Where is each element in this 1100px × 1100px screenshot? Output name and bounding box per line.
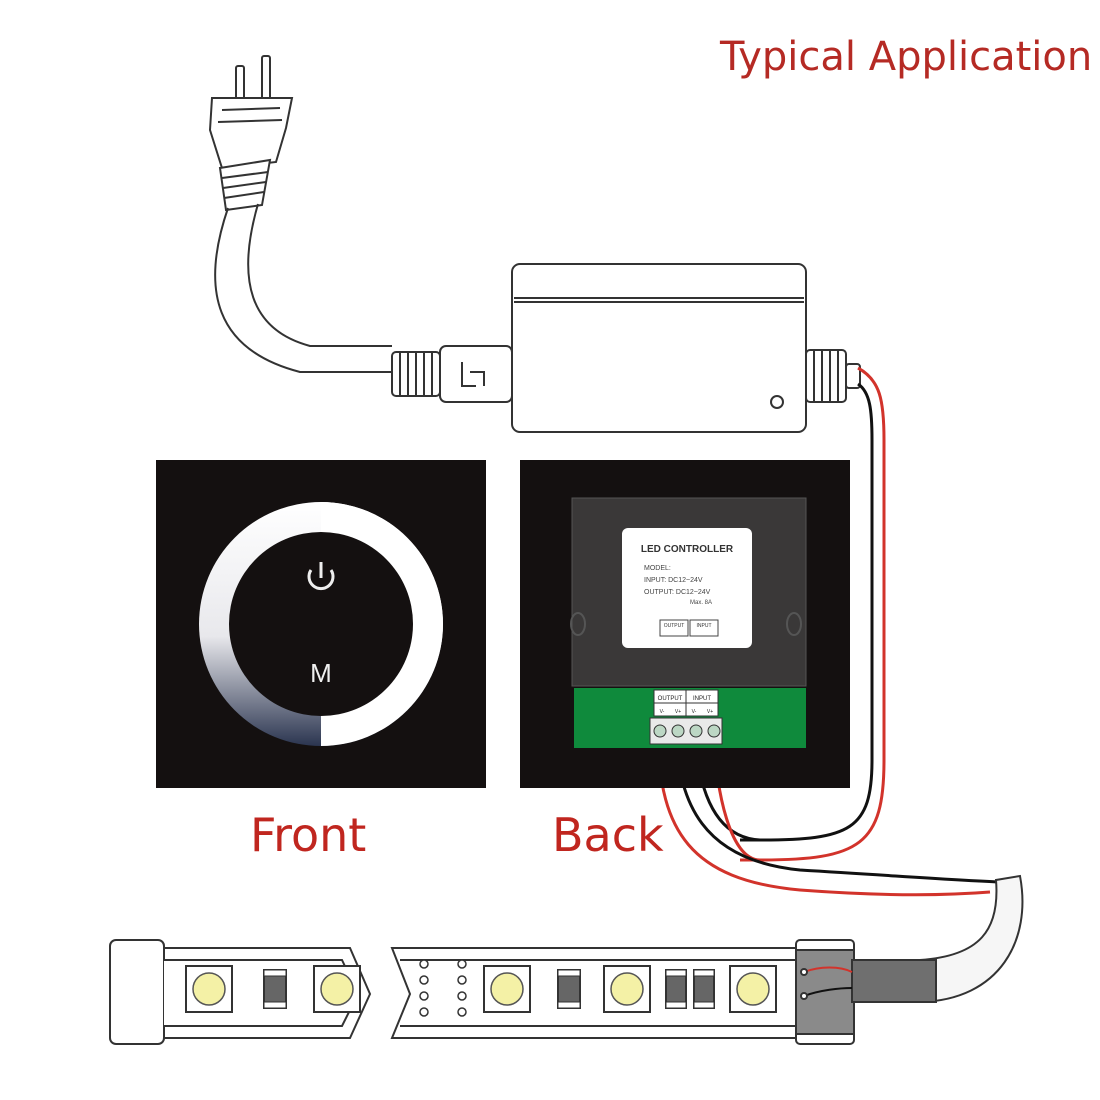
resistor [557,969,581,1009]
cord-connector [391,345,513,403]
label-output-header: OUTPUT [664,623,685,629]
resistor [693,969,715,1009]
led-strip [109,874,1024,1045]
wire-black-terminal-2 [674,737,1001,884]
resistor [263,969,287,1009]
label-heading: LED CONTROLLER [641,544,734,555]
diagram-title: Typical Application [720,34,1093,80]
wires [656,366,1001,897]
power-cord [214,203,392,373]
front-panel [156,460,486,788]
led-chip [483,965,531,1013]
terminal-label: V- [692,709,697,715]
label-input: INPUT: DC12~24V [644,577,703,584]
led-chip [185,965,233,1013]
front-caption: Front [250,808,367,862]
label-max: Max. 8A [690,600,712,606]
wire-red-terminal-1 [656,737,991,897]
power-plug [208,55,294,212]
pcb-input-header: INPUT [693,696,711,702]
terminal-label: V+ [675,709,681,715]
power-icon [307,562,335,591]
resistor [665,969,687,1009]
terminal-label: V+ [707,709,713,715]
solder-pads [419,959,467,1017]
label-model: MODEL: [644,565,671,572]
label-input-header: INPUT [697,623,712,629]
back-panel [520,460,850,788]
controller-box [511,263,861,433]
wire-red-controller [740,366,886,862]
led-chip [729,965,777,1013]
wire-black-controller [740,382,874,842]
terminal-label: V- [660,709,665,715]
led-chip [313,965,361,1013]
label-output: OUTPUT: DC12~24V [644,589,711,596]
front-mode-label: M [310,658,332,688]
pcb-output-header: OUTPUT [658,696,683,702]
led-chip [603,965,651,1013]
back-caption: Back [552,808,664,862]
strip-end-wires [800,966,853,1000]
